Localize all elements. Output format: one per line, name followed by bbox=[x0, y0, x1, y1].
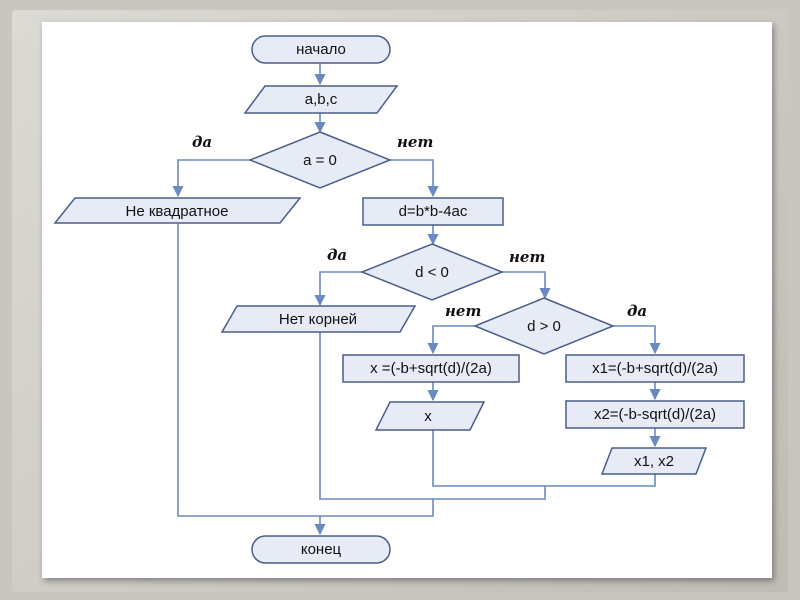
discriminant-process bbox=[362, 197, 504, 226]
end-label: конец bbox=[301, 541, 342, 558]
x-output bbox=[374, 401, 486, 431]
arrow-cond3-no bbox=[427, 325, 475, 355]
x2-calc-process bbox=[565, 400, 745, 429]
branch-no-3: нет bbox=[445, 302, 481, 320]
input-parallelogram bbox=[243, 85, 399, 114]
decision-a-zero bbox=[247, 131, 393, 189]
decision-d-less-label: d < 0 bbox=[415, 264, 449, 281]
x12-output bbox=[600, 447, 708, 475]
decision-d-greater-label: d > 0 bbox=[527, 318, 561, 335]
not-quadratic-output bbox=[53, 197, 302, 224]
x2-calc-label: x2=(-b-sqrt(d)/(2a) bbox=[594, 406, 716, 423]
arrow-cond-yes bbox=[172, 159, 250, 198]
arrow-cond2-yes bbox=[314, 271, 362, 307]
no-roots-output bbox=[220, 305, 417, 333]
x1-calc-process bbox=[565, 354, 745, 383]
x-calc-label: x =(-b+sqrt(d)/(2a) bbox=[370, 360, 492, 377]
arrow-cond3-yes bbox=[613, 325, 661, 355]
branch-yes-3: да bbox=[627, 302, 647, 320]
x1-calc-label: x1=(-b+sqrt(d)/(2a) bbox=[592, 360, 718, 377]
decision-a-label: a = 0 bbox=[303, 152, 337, 169]
no-roots-label: Нет корней bbox=[279, 311, 357, 328]
branch-no-1: нет bbox=[397, 133, 433, 151]
branch-yes-2: да bbox=[327, 246, 347, 264]
input-label: a,b,c bbox=[305, 91, 338, 108]
not-quadratic-label: Не квадратное bbox=[126, 203, 229, 220]
decision-d-less bbox=[359, 243, 505, 301]
discriminant-label: d=b*b-4ac bbox=[399, 203, 468, 220]
end-terminal bbox=[251, 535, 391, 564]
branch-no-2: нет bbox=[509, 248, 545, 266]
merge-x12 bbox=[432, 430, 656, 487]
branch-yes-1: да bbox=[192, 133, 212, 151]
x12-output-label: x1, x2 bbox=[634, 453, 674, 470]
x-calc-process bbox=[342, 354, 520, 383]
connectors bbox=[172, 63, 661, 536]
start-label: начало bbox=[296, 41, 346, 58]
decision-d-greater bbox=[473, 297, 615, 355]
start-terminal bbox=[251, 35, 391, 64]
merge-main bbox=[177, 224, 434, 517]
arrow-cond2-no bbox=[502, 271, 551, 300]
x-output-label: x bbox=[424, 408, 432, 425]
arrow-cond-no bbox=[390, 159, 439, 198]
